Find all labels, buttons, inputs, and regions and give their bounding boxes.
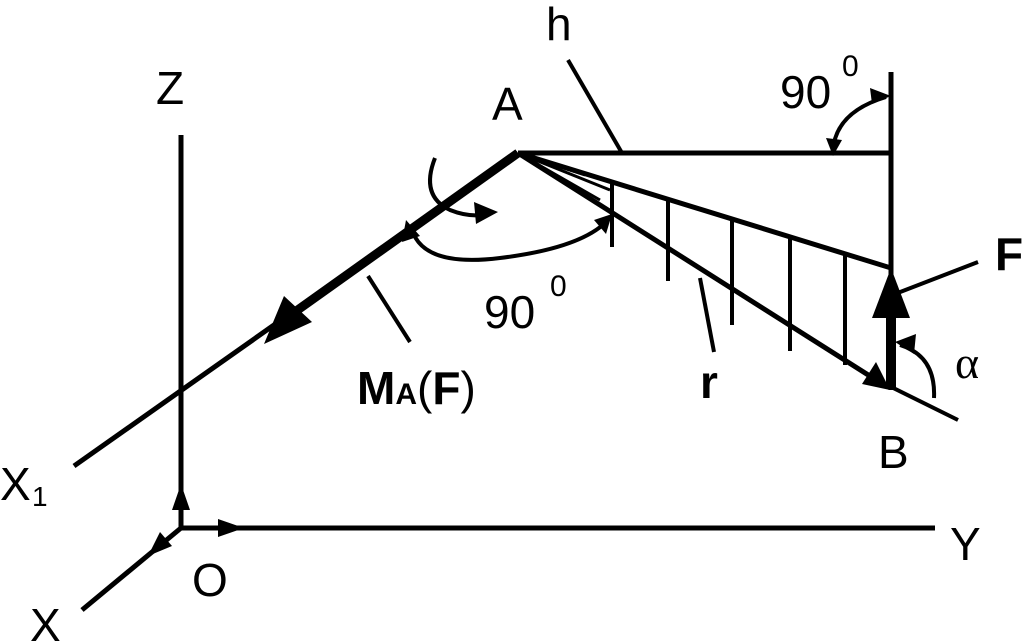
fan-line-2 bbox=[517, 151, 611, 192]
radius-label-leader bbox=[698, 277, 716, 353]
x-axis-label: X bbox=[30, 599, 61, 643]
unit-k-arrowhead bbox=[172, 484, 190, 510]
right-angle-center-value: 90 bbox=[484, 286, 535, 338]
alpha-angle-arrowhead bbox=[895, 334, 916, 354]
point-b-label: B bbox=[878, 426, 909, 478]
radius-vector-line bbox=[516, 150, 875, 381]
moment-label-close: ) bbox=[460, 362, 475, 414]
fan-line-3 bbox=[517, 151, 601, 202]
moment-label-open: ( bbox=[417, 362, 433, 414]
y-axis-label: Y bbox=[950, 518, 981, 570]
right-angle-arc-top-arrowhead-1 bbox=[826, 138, 842, 156]
alpha-angle-arc bbox=[899, 343, 937, 399]
z-axis-label: Z bbox=[156, 62, 184, 114]
right-angle-arc-center bbox=[409, 218, 610, 262]
force-vector bbox=[872, 260, 979, 388]
x1-axis-label: X bbox=[0, 458, 31, 510]
origin-label: O bbox=[192, 554, 228, 606]
right-angle-arc-center-arrowhead-1 bbox=[402, 220, 420, 242]
moment-axis bbox=[72, 149, 521, 469]
moment-label-main: M bbox=[357, 362, 395, 414]
unit-j-arrowhead bbox=[218, 519, 244, 537]
force-label: F bbox=[995, 228, 1023, 280]
moment-label: MA(F) bbox=[357, 362, 476, 414]
moment-label-leader bbox=[366, 274, 412, 344]
right-angle-arc-top bbox=[831, 95, 887, 151]
right-angle-top-value: 90 bbox=[780, 66, 831, 118]
coordinate-axes bbox=[80, 135, 935, 612]
lever-arm-label: h bbox=[546, 0, 572, 50]
rotation-arc-arrowhead bbox=[474, 202, 498, 224]
point-a-label: A bbox=[492, 78, 523, 130]
lever-arm-leader bbox=[566, 58, 624, 155]
moment-vector-arrowhead bbox=[264, 296, 312, 344]
x1-axis-subscript: 1 bbox=[32, 481, 48, 512]
moment-label-sub: A bbox=[395, 378, 417, 411]
force-label-leader bbox=[894, 260, 979, 296]
force-vector-arrowhead bbox=[872, 268, 910, 318]
right-angle-center-degree: 0 bbox=[550, 270, 567, 303]
alpha-angle-label: α bbox=[955, 337, 979, 388]
unit-i-arrowhead bbox=[148, 532, 172, 556]
right-angle-arc-top-arrowhead-2 bbox=[870, 88, 891, 104]
right-angle-arc-center-arrowhead-2 bbox=[594, 214, 612, 234]
moment-label-force: F bbox=[432, 362, 460, 414]
angle-markers bbox=[402, 88, 937, 399]
radius-extension-line bbox=[872, 376, 959, 422]
right-angle-top-degree: 0 bbox=[842, 50, 859, 83]
radius-vector-label: r bbox=[700, 356, 718, 408]
